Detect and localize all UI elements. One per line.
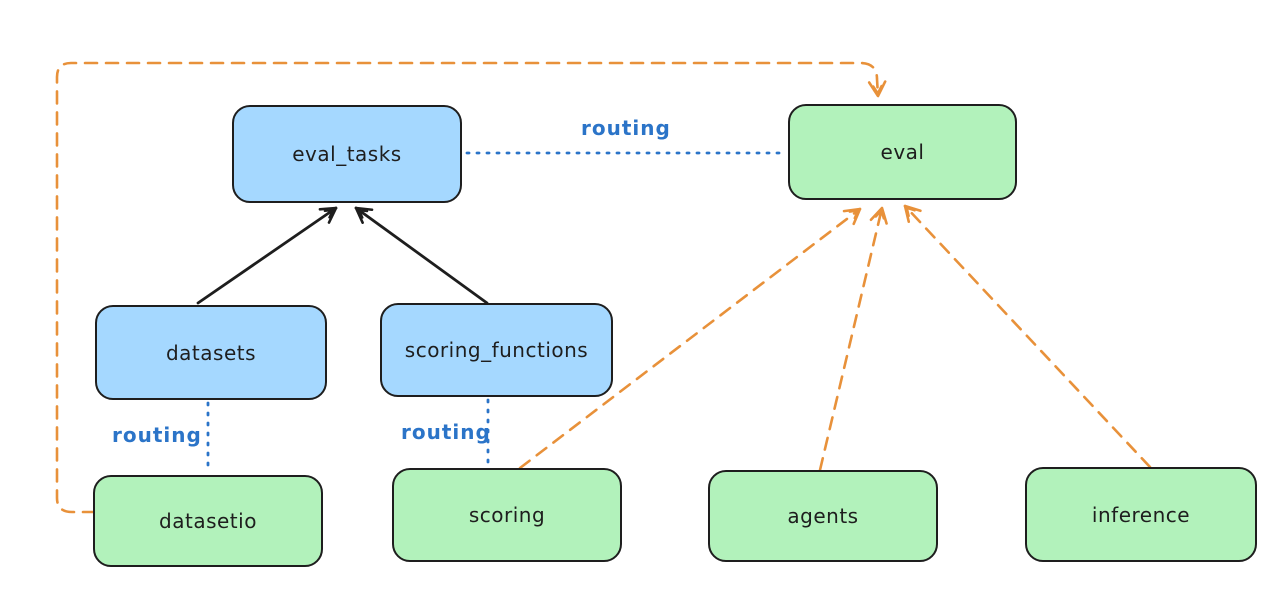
edge-label-routing-left: routing: [112, 423, 202, 447]
edge-datasets-to-eval-tasks: [196, 206, 338, 305]
node-label: scoring: [468, 503, 546, 527]
node-label: datasets: [165, 340, 257, 365]
edge-label-routing-top: routing: [581, 116, 671, 140]
edge-agents-to-eval: [818, 206, 888, 472]
node-label: eval: [880, 140, 925, 164]
node-label: inference: [1091, 502, 1191, 527]
node-eval[interactable]: eval: [788, 104, 1017, 200]
node-label: eval_tasks: [292, 142, 402, 166]
node-label: agents: [787, 504, 859, 528]
node-datasetio[interactable]: datasetio: [93, 475, 323, 567]
node-datasets[interactable]: datasets: [95, 305, 327, 400]
node-label: datasetio: [159, 509, 257, 533]
edge-label-routing-mid: routing: [401, 420, 491, 444]
edge-inference-to-eval: [903, 204, 1152, 469]
node-label: scoring_functions: [404, 338, 589, 362]
edge-scoring-functions-to-eval-tasks: [354, 206, 489, 305]
node-scoring-functions[interactable]: scoring_functions: [380, 303, 613, 397]
node-inference[interactable]: inference: [1025, 467, 1257, 562]
node-eval-tasks[interactable]: eval_tasks: [232, 105, 462, 203]
node-agents[interactable]: agents: [708, 470, 938, 562]
node-scoring[interactable]: scoring: [392, 468, 622, 562]
